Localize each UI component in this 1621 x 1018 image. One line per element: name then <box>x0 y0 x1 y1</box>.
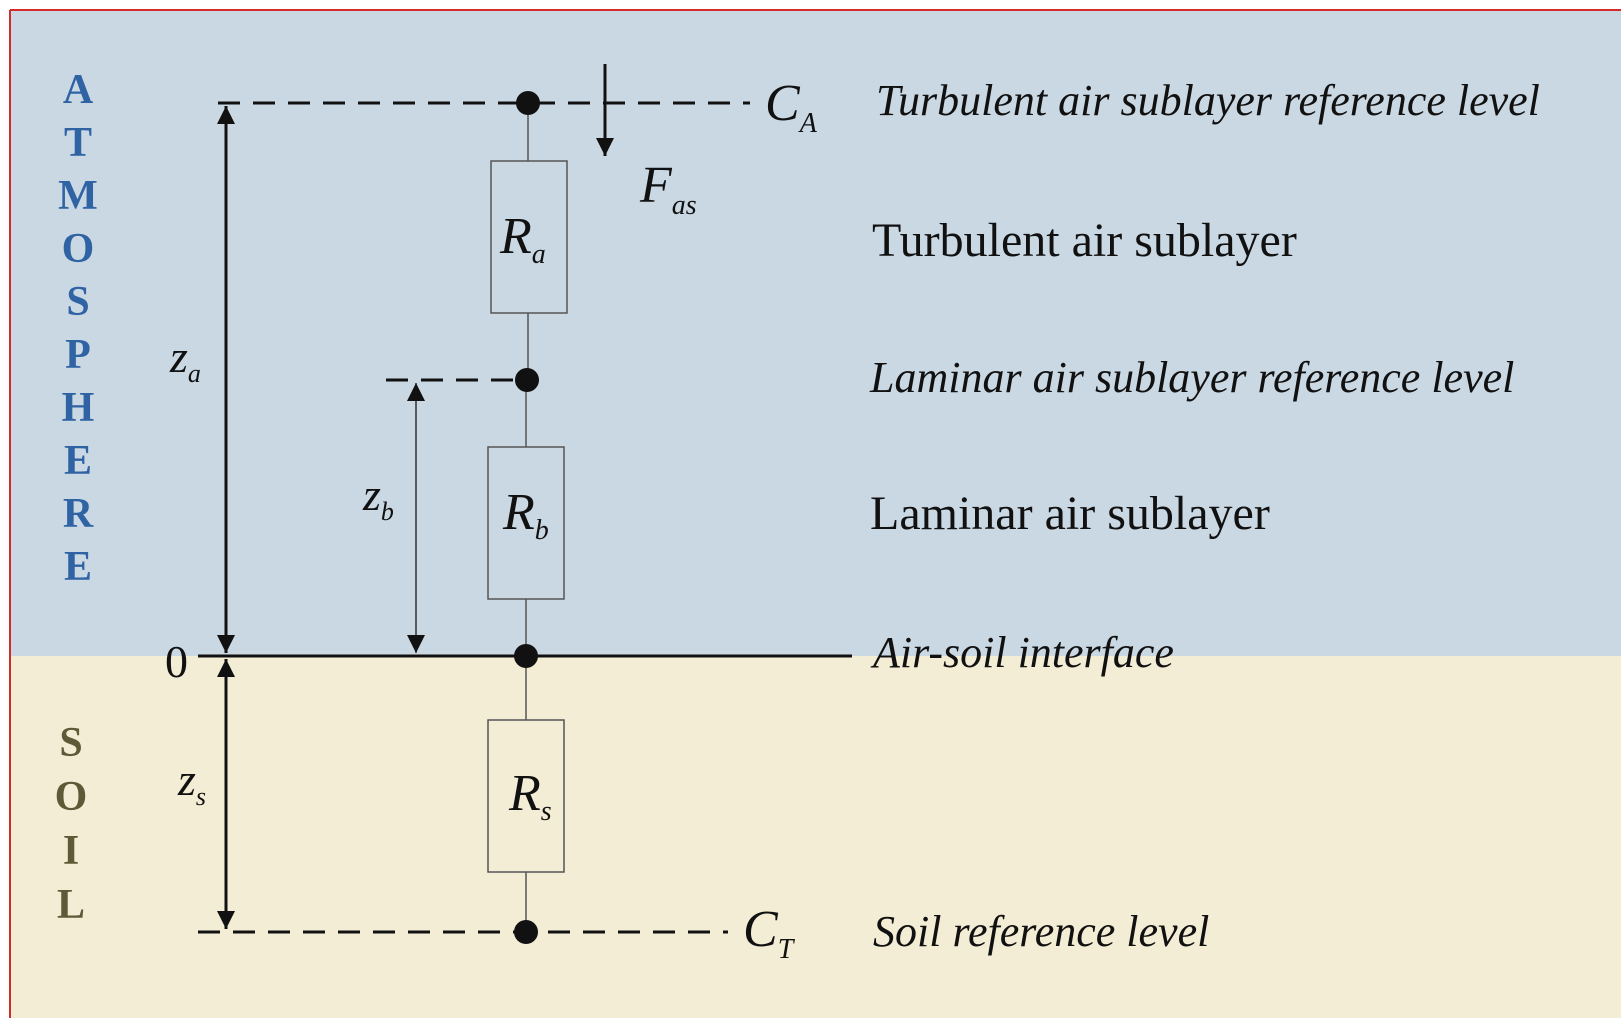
zs-main: z <box>177 754 196 805</box>
resistor-rs <box>487 719 565 873</box>
turbulent-layer-label: Turbulent air sublayer <box>872 214 1297 267</box>
atmosphere-label: A T M O S P H E R E <box>58 67 98 590</box>
ra-main: R <box>499 208 532 265</box>
atmosphere-letter-3: M <box>58 173 98 219</box>
atmosphere-letter-2: T <box>64 120 92 166</box>
soil-letter-1: S <box>59 720 82 766</box>
zb-sub: b <box>381 497 394 526</box>
laminar-ref-label: Laminar air sublayer reference level <box>869 353 1514 402</box>
zs-sub: s <box>196 782 206 811</box>
atmosphere-letter-5: S <box>66 279 89 325</box>
node-laminar <box>515 368 539 392</box>
za-sub: a <box>188 359 201 388</box>
za-main: z <box>169 331 188 382</box>
ct-sub: T <box>778 934 796 965</box>
turbulent-ref-label: Turbulent air sublayer reference level <box>876 76 1540 125</box>
atmosphere-letter-8: E <box>64 438 92 484</box>
zero-label: 0 <box>165 636 188 687</box>
node-interface <box>514 644 538 668</box>
zb-label: zb <box>362 469 394 526</box>
ca-label: CA <box>765 75 818 139</box>
resistor-rb <box>487 446 565 600</box>
ra-label: Ra <box>499 208 546 270</box>
zs-label: zs <box>177 754 206 811</box>
soil-region <box>10 656 1621 1018</box>
ca-main: C <box>765 75 801 132</box>
flux-main: F <box>639 157 673 214</box>
flux-sub: as <box>672 190 697 221</box>
rb-label: Rb <box>502 484 549 546</box>
ct-label: CT <box>743 901 796 965</box>
rs-label: Rs <box>508 765 552 827</box>
atmosphere-letter-1: A <box>63 67 94 113</box>
flux-label: Fas <box>639 157 697 221</box>
atmosphere-letter-4: O <box>62 226 95 272</box>
za-label: za <box>169 331 201 388</box>
ra-sub: a <box>532 239 546 270</box>
node-ct <box>514 920 538 944</box>
atmosphere-letter-7: H <box>62 385 95 431</box>
rs-sub: s <box>541 796 552 827</box>
interface-label: Air-soil interface <box>870 628 1174 677</box>
rb-sub: b <box>535 515 549 546</box>
resistor-ra <box>490 160 568 314</box>
rs-main: R <box>508 765 541 822</box>
atmosphere-letter-9: R <box>63 491 94 537</box>
soil-letter-2: O <box>55 774 88 820</box>
atmosphere-region <box>10 10 1621 656</box>
node-ca <box>516 91 540 115</box>
zb-main: z <box>362 469 381 520</box>
ca-sub: A <box>798 108 818 139</box>
ct-main: C <box>743 901 779 958</box>
soil-ref-label: Soil reference level <box>873 907 1209 956</box>
soil-letter-3: I <box>63 828 79 874</box>
soil-letter-4: L <box>57 882 85 928</box>
rb-main: R <box>502 484 535 541</box>
laminar-layer-label: Laminar air sublayer <box>870 487 1270 540</box>
atmosphere-letter-6: P <box>65 332 91 378</box>
atmosphere-letter-10: E <box>64 544 92 590</box>
soil-label: S O I L <box>55 720 88 928</box>
